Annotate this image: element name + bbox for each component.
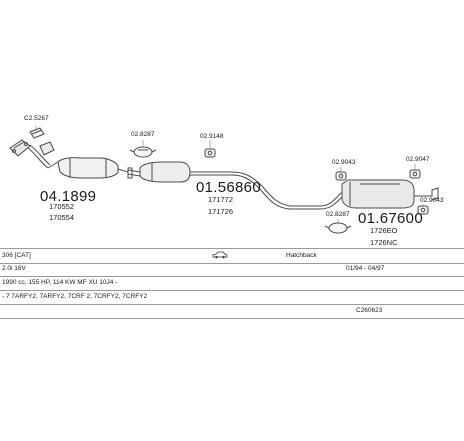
engine-codes-text: - 7 7ARFY2, 7ARFY2, 7CRF 2, 7CRFY2, 7CRF… (2, 293, 148, 300)
info-row-catalog: C260623 (0, 304, 464, 319)
rubber-hanger-rear-b (409, 169, 421, 179)
catalyst-converter (47, 157, 129, 179)
middle-silencer-ref-2: 171726 (208, 207, 234, 216)
info-row-model: 306 [CAT] Hatchback (0, 248, 464, 264)
car-icon (212, 250, 228, 261)
engine-text: 2.0i 16V (2, 265, 26, 272)
rubber-hanger-rear-a (335, 171, 347, 181)
catalyst-ref-2: 170554 (49, 213, 75, 222)
catalyst-ref-1: 170552 (49, 202, 75, 211)
middle-silencer (139, 161, 191, 183)
clamp-rear-code: 02.8287 (326, 211, 350, 218)
engine-details-text: 1990 cc, 155 HP, 114 KW MF XU 10J4 - (2, 279, 118, 286)
exhaust-system-drawing (9, 126, 439, 234)
rubber-rear-b-code: 02.9047 (406, 156, 430, 163)
info-row-engine: 2.0i 16V 01/94 - 04/97 (0, 262, 464, 277)
clamp-mid-code: 02.8287 (131, 131, 155, 138)
front-clamp-code: C2.5267 (24, 115, 49, 122)
rear-silencer-ref-2: 1726NC (370, 238, 398, 247)
info-row-engine-codes: - 7 7ARFY2, 7ARFY2, 7CRF 2, 7CRFY2, 7CRF… (0, 290, 464, 305)
model-text: 306 [CAT] (2, 252, 31, 259)
exhaust-diagram: C2.5267 04.1899 170552 170554 02.8287 02… (9, 115, 444, 247)
rubber-rear-a-code: 02.9043 (332, 159, 356, 166)
date-range-text: 01/94 - 04/97 (346, 265, 385, 272)
info-row-engine-details: 1990 cc, 155 HP, 114 KW MF XU 10J4 - (0, 276, 464, 291)
rear-silencer-ref-1: 1726EO (370, 226, 398, 235)
catalog-code-text: C260623 (356, 307, 383, 314)
front-clamp (29, 127, 45, 139)
rubber-rear-c-code: 02.9043 (420, 197, 444, 204)
middle-silencer-ref-1: 171772 (208, 195, 234, 204)
clamp-mid (129, 146, 157, 158)
rear-silencer-code: 01.67600 (358, 210, 423, 227)
rear-silencer (341, 179, 439, 209)
rubber-hanger-rear-c (417, 205, 429, 215)
rubber-hanger-mid (204, 148, 216, 158)
front-pipe (27, 147, 49, 169)
front-pipe-flange (39, 141, 55, 156)
middle-silencer-code: 01.56860 (196, 179, 261, 196)
clamp-rear (324, 222, 352, 234)
catalyst-code: 04.1899 (40, 188, 97, 205)
intermediate-pipe (190, 171, 347, 207)
body-type-text: Hatchback (286, 252, 317, 259)
front-flange (9, 139, 31, 157)
rubber-mid-code: 02.9148 (200, 133, 224, 140)
